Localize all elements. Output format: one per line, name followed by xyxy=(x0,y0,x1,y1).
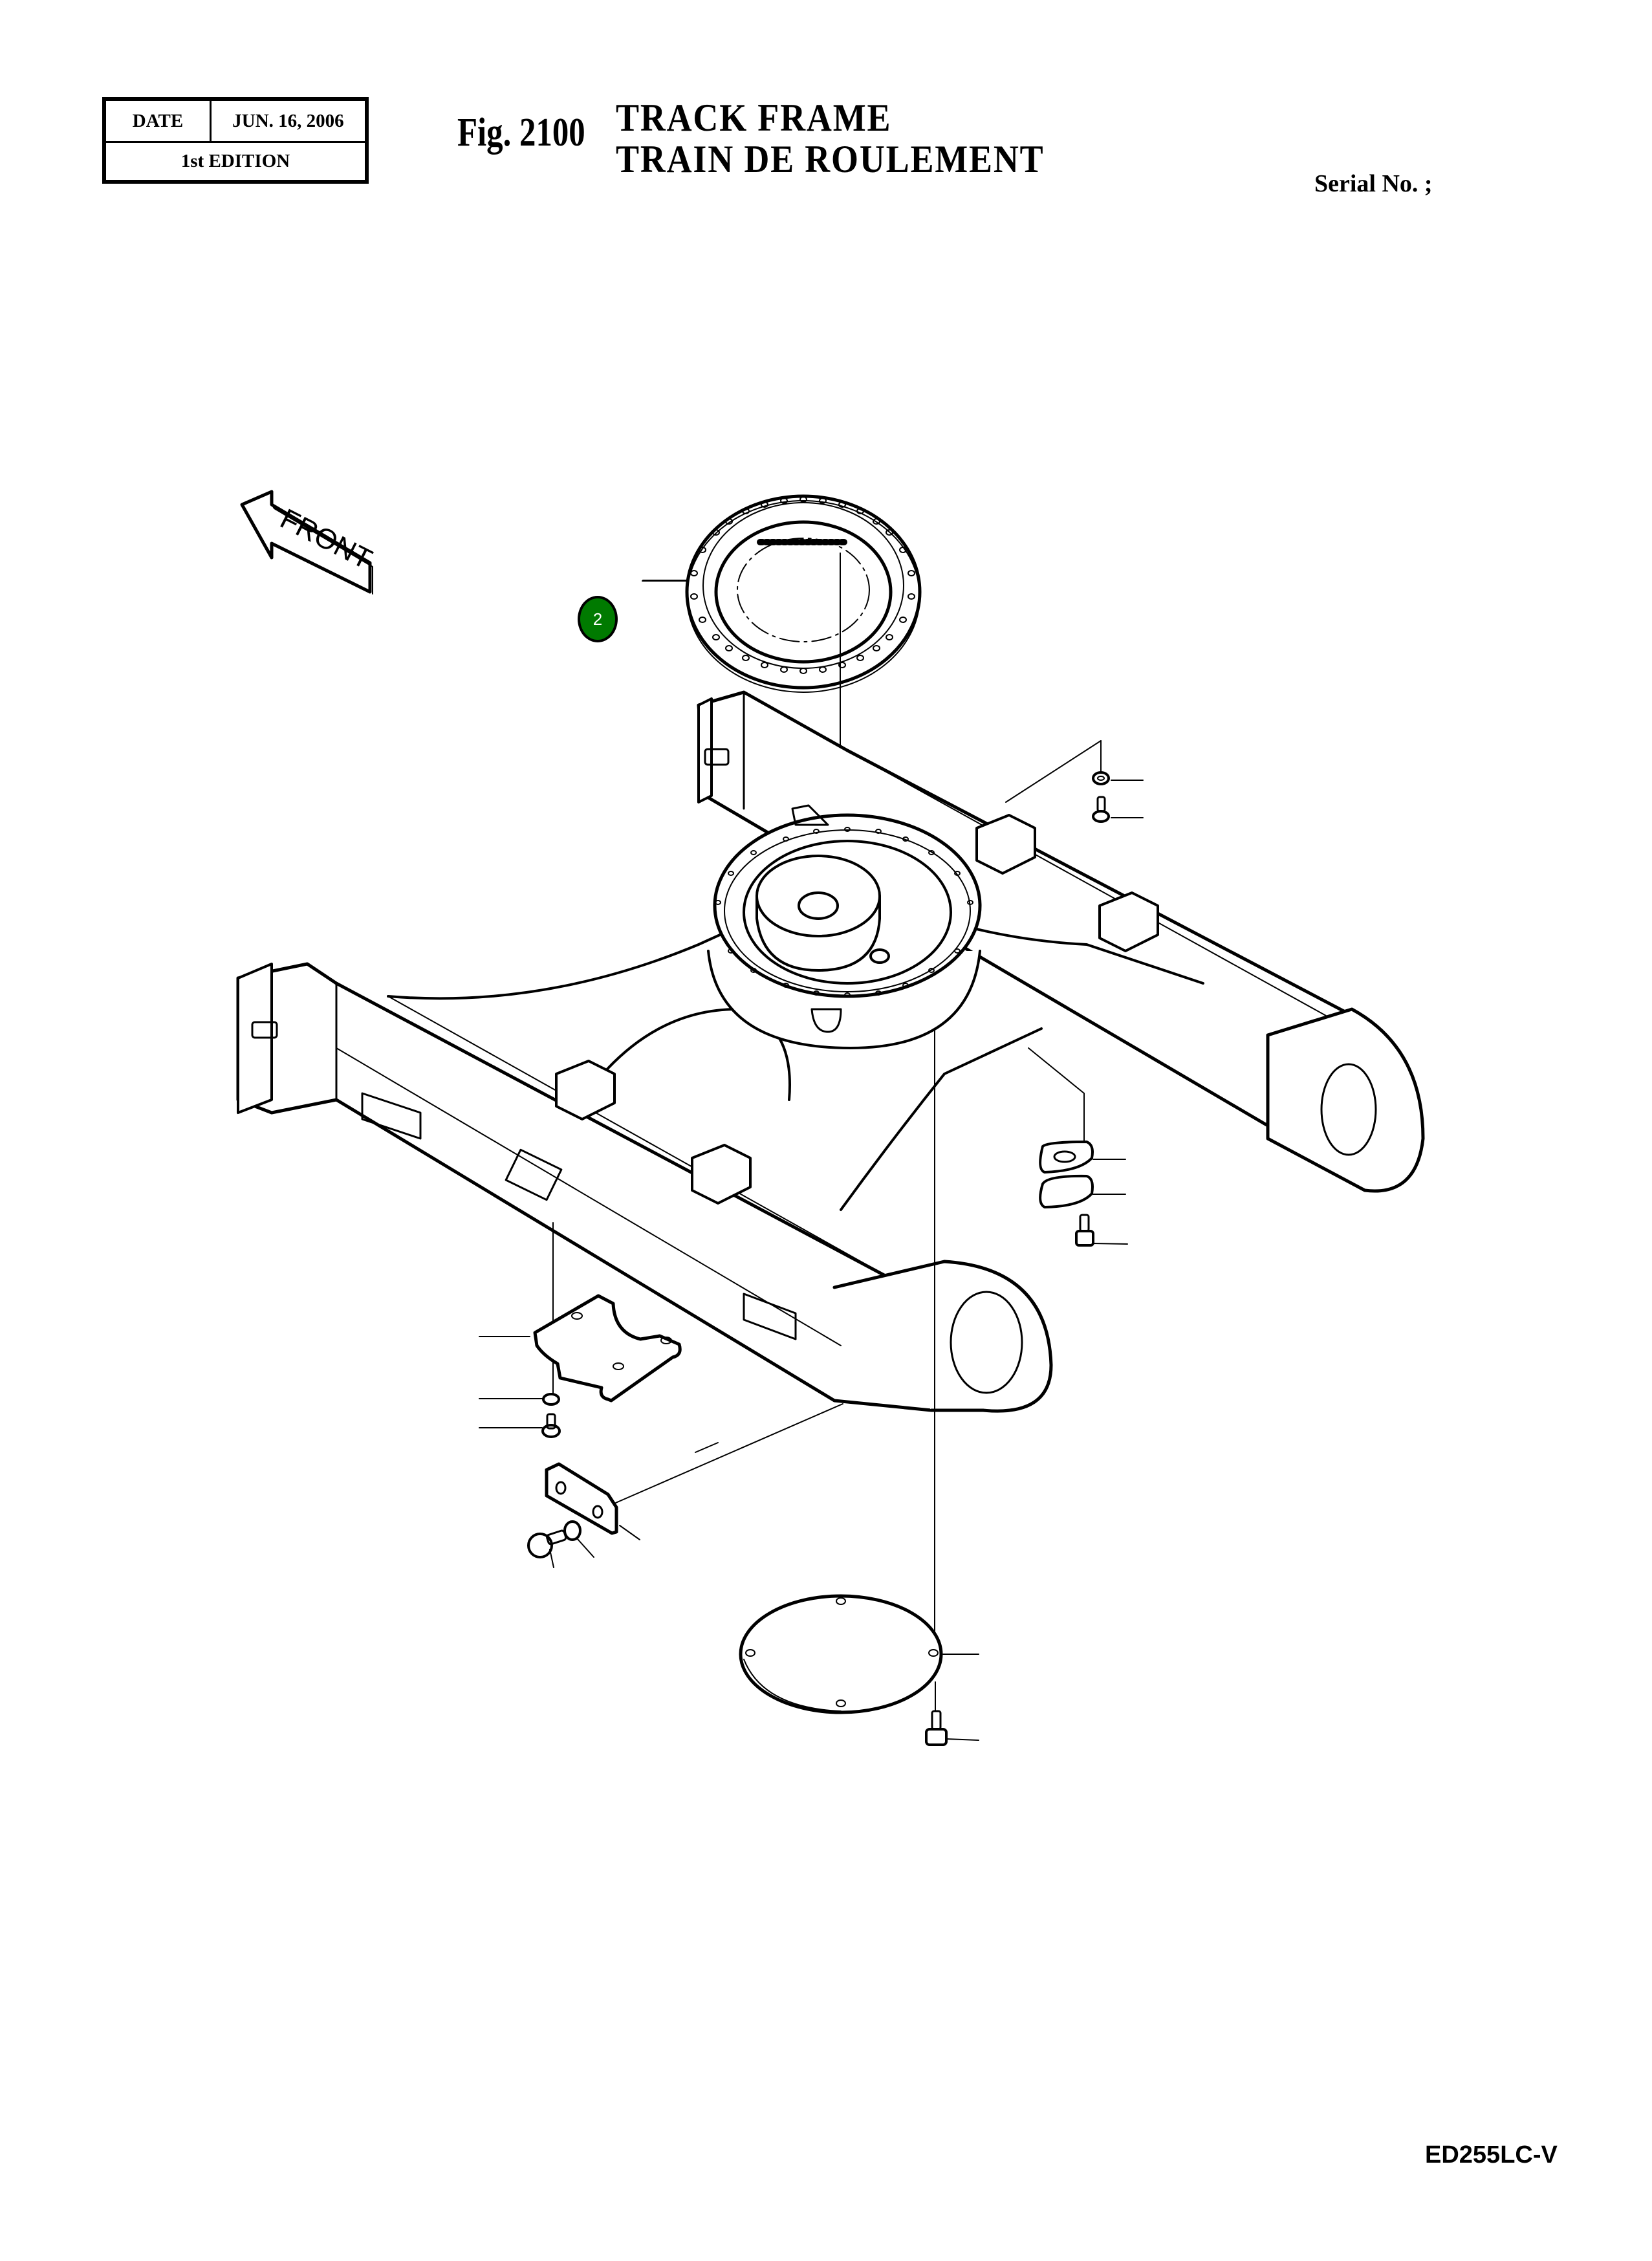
cover-plate-set-right xyxy=(1028,1047,1128,1247)
model-number: ED255LC-V xyxy=(1425,2141,1558,2168)
figure-number: Fig. 2100 xyxy=(457,111,585,155)
guard-plate-set xyxy=(527,1403,843,1568)
swing-bearing-ring xyxy=(642,494,922,952)
track-guard-bracket-set xyxy=(479,1222,719,1453)
date-edition-box: DATE JUN. 16, 2006 1st EDITION xyxy=(102,97,369,184)
callout-badge-part-2[interactable]: 2 xyxy=(578,596,618,642)
track-frame-body xyxy=(236,690,1425,1413)
washer-bolt-set-upper-right xyxy=(1005,740,1144,823)
date-value: JUN. 16, 2006 xyxy=(232,110,344,131)
page-title-english: TRACK FRAME xyxy=(616,96,892,139)
center-bearing-mount xyxy=(707,804,982,1049)
serial-number-label: Serial No. ; xyxy=(1314,170,1433,197)
page-title-french: TRAIN DE ROULEMENT xyxy=(616,138,1045,180)
edition-label: 1st EDITION xyxy=(180,151,290,171)
bottom-cover-set xyxy=(739,1028,979,1746)
date-row: DATE JUN. 16, 2006 xyxy=(106,101,365,143)
date-label: DATE xyxy=(106,101,212,141)
front-direction-arrow: FRONT xyxy=(240,490,377,595)
